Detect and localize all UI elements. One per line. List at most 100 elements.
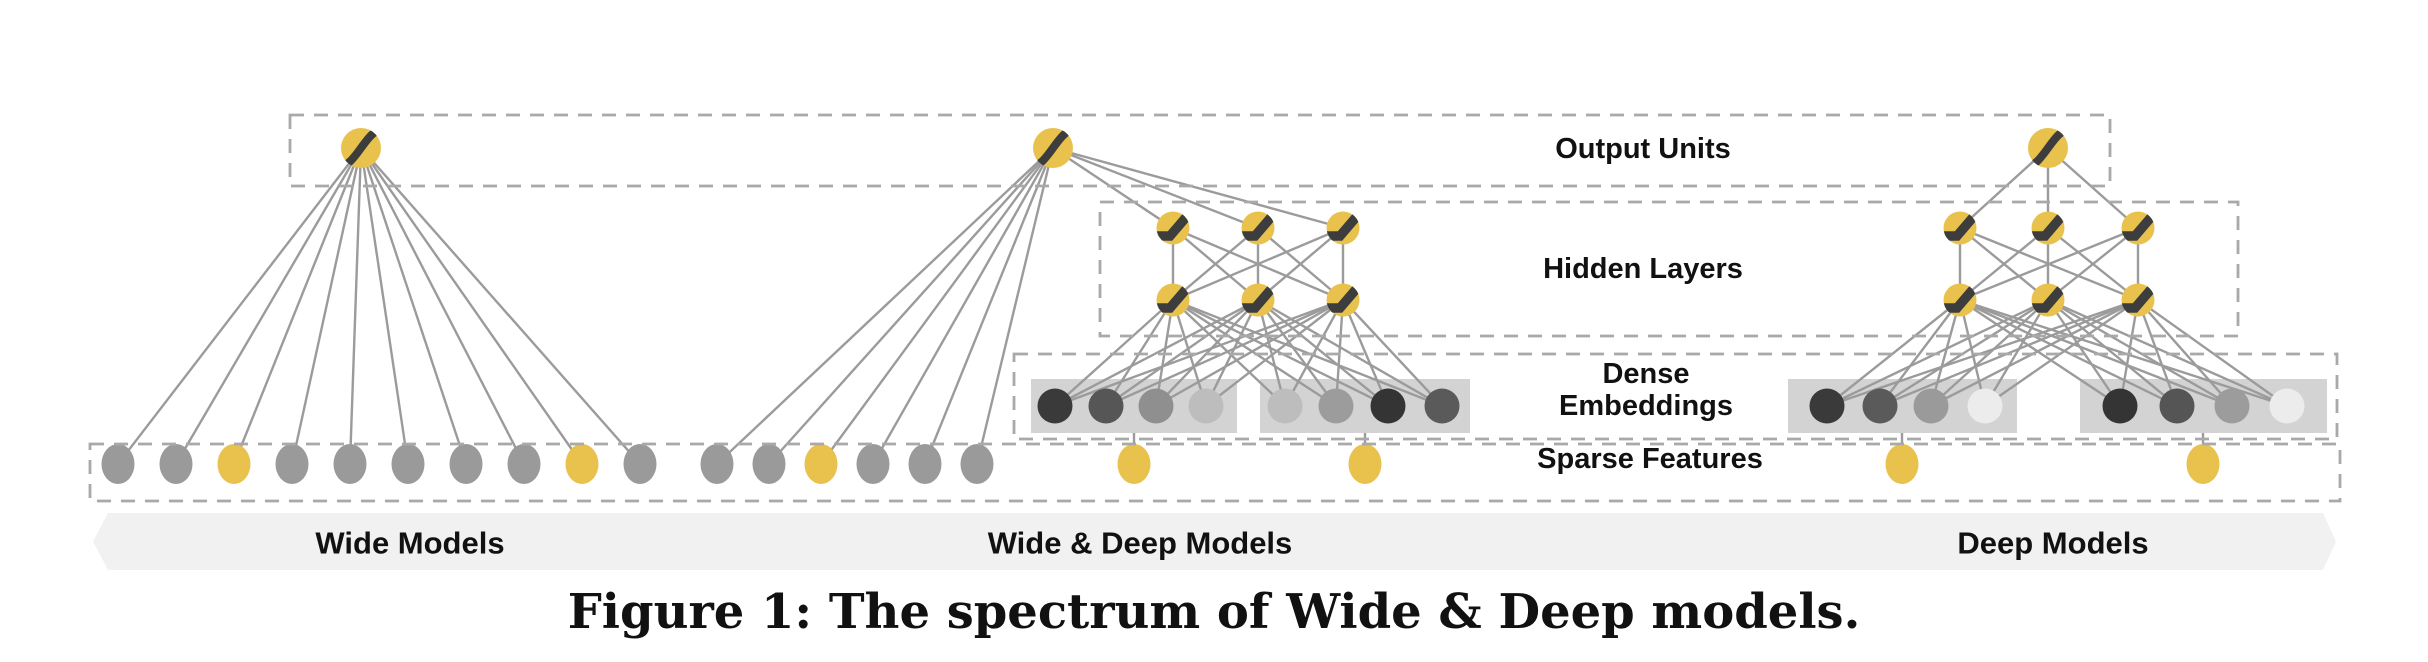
dense-embedding-node [1809, 388, 1845, 424]
relu-stripe-icon [2031, 211, 2065, 241]
sparse-feature-node-gray [333, 444, 367, 484]
wide-edge [290, 147, 363, 465]
hidden-unit-node [1943, 211, 1977, 245]
dense-embedding-node [2214, 388, 2250, 424]
wide-edge [359, 147, 410, 465]
relu-stripe-icon [1241, 283, 1275, 313]
relu-stripe-icon [1156, 283, 1190, 313]
hidden-embedding-edge [2136, 299, 2179, 407]
wide-edge [359, 147, 526, 465]
label-hidden-layers: Hidden Layers [1543, 253, 1743, 285]
hidden-embedding-edge [1054, 298, 1344, 408]
wide-edge [117, 147, 362, 465]
hidden-unit-node [2121, 283, 2155, 317]
sparse-feature-node-gray [449, 444, 483, 484]
hidden-unit-node [2031, 211, 2065, 245]
relu-stripe-icon [1326, 283, 1360, 313]
wide-deep-model [700, 128, 1470, 484]
label-dense-embeddings-line2: Embeddings [1559, 390, 1733, 422]
hidden-embedding-edge [2137, 299, 2288, 407]
hidden-embedding-edge [1959, 298, 2178, 408]
sparse-feature-node-gray [275, 444, 309, 484]
dense-embedding-node [2269, 388, 2305, 424]
hidden-unit-node [1241, 283, 1275, 317]
sparse-feature-node-yellow [565, 444, 599, 484]
hidden-embedding-edge [1105, 298, 1344, 408]
hidden-unit-node [1241, 211, 1275, 245]
hidden-embedding-edge [1929, 299, 1962, 407]
sparse-feature-node-gray [391, 444, 425, 484]
hidden-embedding-edge [1155, 298, 1344, 408]
hidden-embedding-edge [2047, 298, 2233, 408]
dense-embedding-node [1188, 388, 1224, 424]
hidden-embedding-edge [1959, 298, 2121, 408]
dense-embedding-node [2159, 388, 2195, 424]
sparse-feature-node-gray [101, 444, 135, 484]
dense-embeddings-box [1012, 352, 2339, 441]
wide-edge [768, 147, 1054, 465]
dense-embedding-node [1037, 388, 1073, 424]
sparse-feature-node-yellow [2186, 444, 2220, 484]
figure-caption: Figure 1: The spectrum of Wide & Deep mo… [568, 584, 1861, 640]
sparse-feature-node-yellow [217, 444, 251, 484]
hidden-embedding-edge [1342, 299, 1443, 407]
dense-embedding-node [1267, 388, 1303, 424]
wide-edge [232, 147, 363, 465]
wide-edge [359, 147, 468, 465]
hidden-layers-box [1098, 200, 2240, 338]
dense-embedding-node [1862, 388, 1898, 424]
output-hidden-edge [1052, 147, 1174, 229]
hidden-embedding-edge [2137, 299, 2233, 407]
hidden-unit-node [1326, 283, 1360, 317]
dense-embedding-node [1967, 388, 2003, 424]
sparse-feature-node-gray [752, 444, 786, 484]
dense-embedding-node [1424, 388, 1460, 424]
output-unit-node [341, 128, 381, 168]
label-dense-embeddings-line1: Dense [1602, 358, 1689, 390]
output-hidden-edge [1052, 146, 1259, 230]
wide-edge [716, 147, 1054, 465]
relu-stripe-icon [1241, 211, 1275, 241]
output-units-box [288, 113, 2112, 188]
wide-model [101, 128, 657, 484]
hidden-unit-node [1156, 211, 1190, 245]
sparse-feature-node-gray [623, 444, 657, 484]
sparse-feature-node-gray [960, 444, 994, 484]
sparse-feature-node-gray [507, 444, 541, 484]
hidden-embedding-edge [1205, 299, 1344, 407]
wide-edge [820, 147, 1054, 465]
sparse-feature-node-gray [700, 444, 734, 484]
hidden-hidden-edge [1959, 227, 2049, 301]
dense-embedding-node [2102, 388, 2138, 424]
dense-embedding-node [1088, 388, 1124, 424]
hidden-unit-node [1943, 283, 1977, 317]
hidden-embedding-edge [1984, 299, 2139, 407]
wide-edge [975, 147, 1055, 465]
sparse-feature-node-gray [856, 444, 890, 484]
hidden-hidden-edge [1172, 226, 1344, 302]
hidden-embedding-edge [1257, 299, 1337, 407]
dense-embedding-node [1913, 388, 1949, 424]
diagram-graphics [88, 113, 2342, 570]
hidden-embedding-edge [1172, 299, 1286, 407]
hidden-unit-node [1326, 211, 1360, 245]
hidden-embedding-edge [2047, 299, 2178, 407]
hidden-unit-node [2121, 211, 2155, 245]
hidden-embedding-edge [1983, 299, 2050, 407]
hidden-embedding-edge [1054, 298, 1259, 408]
relu-stripe-icon [1943, 283, 1977, 313]
sparse-feature-node-yellow [1885, 444, 1919, 484]
output-hidden-edge [1052, 146, 1344, 230]
hidden-hidden-edge [1257, 227, 1344, 301]
output-hidden-edge [2047, 147, 2139, 229]
hidden-embedding-edge [1257, 299, 1389, 407]
band-label-wide-deep-models: Wide & Deep Models [988, 526, 1293, 561]
dense-embedding-node [1138, 388, 1174, 424]
relu-stripe-icon [2031, 283, 2065, 313]
hidden-hidden-edge [1172, 227, 1259, 301]
relu-stripe-icon [2121, 211, 2155, 241]
wide-edge [174, 147, 363, 465]
sparse-feature-node-yellow [1348, 444, 1382, 484]
